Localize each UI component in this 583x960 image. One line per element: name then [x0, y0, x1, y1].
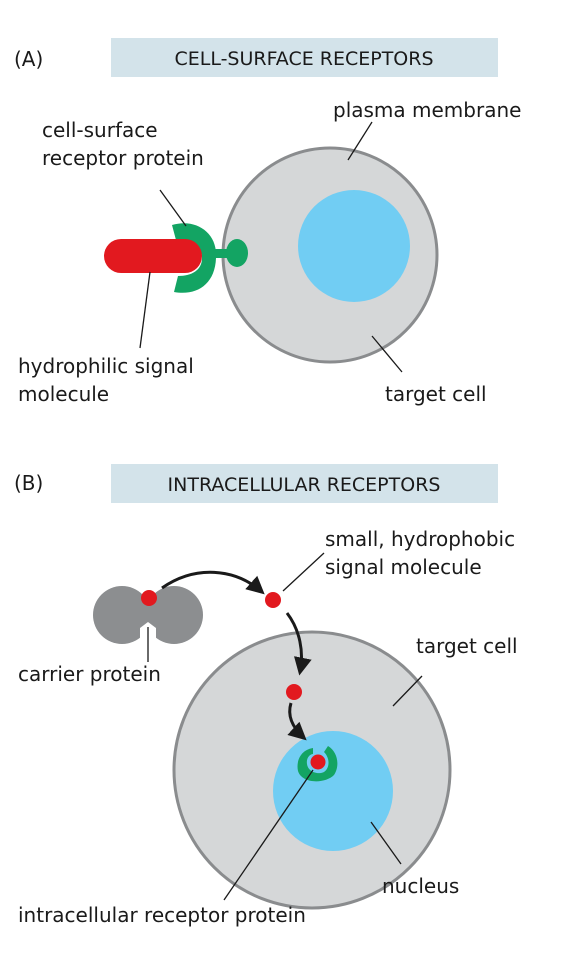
hydrophilic-signal-molecule [104, 239, 202, 273]
panel-a-banner [111, 38, 498, 77]
hydrophilic-signal-label-line2: molecule [18, 382, 109, 406]
carrier-protein-label: carrier protein [18, 662, 161, 686]
free-signal-molecule [265, 592, 281, 608]
target-cell-label-a: target cell [385, 382, 487, 406]
receptor-leader-line-b [223, 769, 314, 901]
panel-a: (A) CELL-SURFACE RECEPTORS cell-surface … [14, 38, 521, 406]
internal-signal-molecule [286, 684, 302, 700]
hydrophobic-signal-label-line2: signal molecule [325, 555, 482, 579]
hydrophilic-signal-label-line1: hydrophilic signal [18, 354, 194, 378]
signal-leader-line [139, 271, 151, 349]
panel-b-banner-title: INTRACELLULAR RECEPTORS [168, 474, 441, 496]
cell-surface-receptor [172, 223, 248, 293]
bound-signal-molecule [310, 754, 326, 770]
panel-b: (B) INTRACELLULAR RECEPTORS smal [14, 464, 518, 927]
signal-molecule-on-carrier [141, 590, 157, 606]
intracellular-receptor [297, 746, 338, 782]
nucleus-label: nucleus [382, 874, 459, 898]
carrier-protein [93, 586, 203, 644]
plasma-membrane-label: plasma membrane [333, 98, 521, 122]
receptor-label-line2: receptor protein [42, 146, 204, 170]
nucleus-leader-line [370, 821, 402, 865]
panel-b-banner [111, 464, 498, 503]
entry-arrow [285, 612, 312, 676]
binding-arrow [287, 702, 307, 741]
cell-leader-line-a [371, 335, 403, 373]
panel-a-banner-title: CELL-SURFACE RECEPTORS [174, 48, 433, 70]
receptor-label-line1: cell-surface [42, 118, 158, 142]
release-arrow [161, 570, 265, 595]
nucleus-a [298, 190, 410, 302]
hydrophobic-signal-leader-line [282, 552, 325, 592]
cell-leader-line-b [392, 675, 423, 707]
intracellular-receptor-label: intracellular receptor protein [18, 903, 306, 927]
nucleus-b [273, 731, 393, 851]
panel-b-letter: (B) [14, 471, 43, 495]
hydrophobic-signal-label-line1: small, hydrophobic [325, 527, 515, 551]
target-cell-label-b: target cell [416, 634, 518, 658]
receptor-leader-line [159, 189, 187, 227]
membrane-leader-line [347, 121, 373, 161]
panel-a-letter: (A) [14, 47, 43, 71]
